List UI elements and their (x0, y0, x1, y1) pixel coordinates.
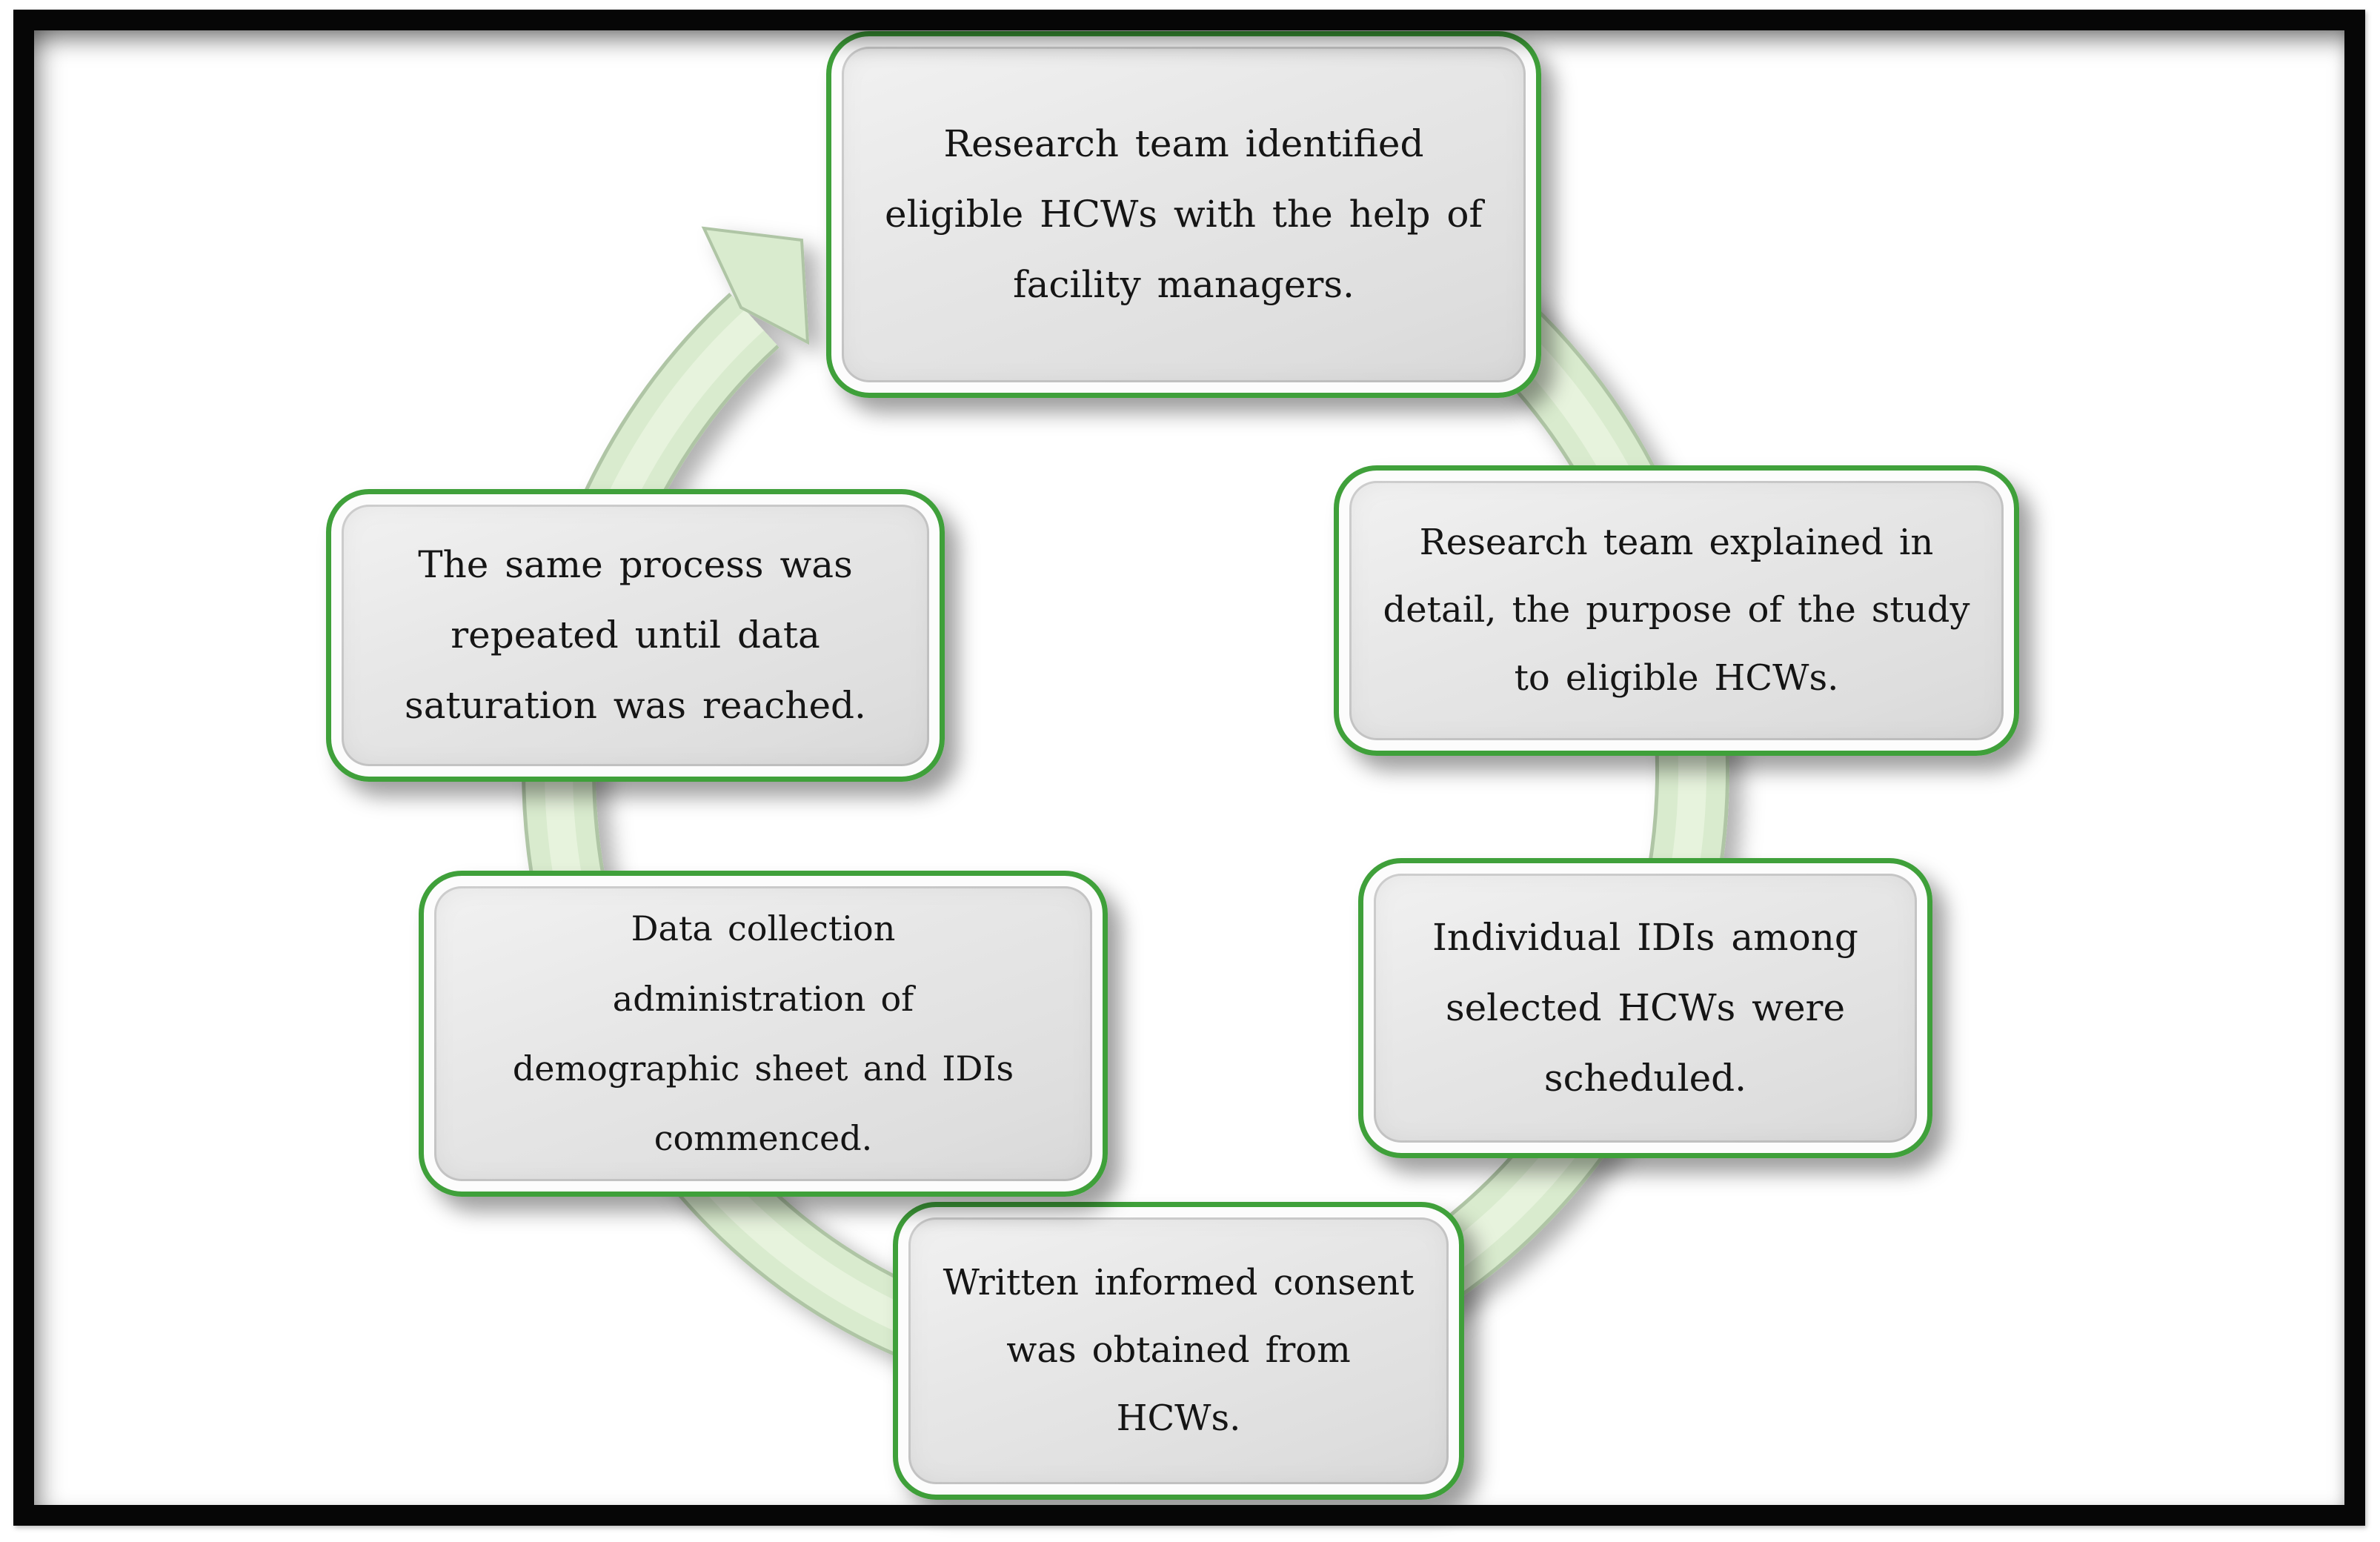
step-text-line: detail, the purpose of the study (1383, 589, 1970, 631)
step-box-data-collection: Data collection administration of demogr… (419, 871, 1108, 1197)
step-text-line: commenced. (654, 1118, 873, 1159)
step-text-line: to eligible HCWs. (1514, 657, 1839, 699)
step-text-line: The same process was (418, 543, 853, 586)
step-text-line: was obtained from (1006, 1329, 1351, 1372)
step-text-line: demographic sheet and IDIs (512, 1049, 1014, 1089)
step-text-line: administration of (612, 978, 914, 1019)
step-text-line: selected HCWs were (1445, 986, 1846, 1029)
step-text-line: Data collection (631, 908, 896, 949)
step-text-line: repeated until data (451, 614, 820, 657)
step-text-line: Research team identified (943, 122, 1424, 165)
step-box-schedule-idis: Individual IDIs among selected HCWs were… (1358, 858, 1932, 1158)
step-text-line: Written informed consent (943, 1262, 1415, 1304)
step-text-line: eligible HCWs with the help of (885, 193, 1483, 236)
step-text-line: saturation was reached. (405, 684, 866, 727)
cycle-arrow-head-icon (701, 226, 810, 345)
step-box-identify-hcws: Research team identified eligible HCWs w… (826, 31, 1541, 398)
step-text-line: Research team explained in (1419, 522, 1934, 564)
step-box-written-consent: Written informed consent was obtained fr… (893, 1202, 1464, 1500)
step-text-line: scheduled. (1543, 1057, 1747, 1100)
step-text-line: Individual IDIs among (1432, 916, 1858, 959)
step-text-line: facility managers. (1013, 263, 1354, 306)
step-box-explain-purpose: Research team explained in detail, the p… (1334, 465, 2019, 756)
step-text-line: HCWs. (1116, 1397, 1241, 1439)
step-box-repeat-saturation: The same process was repeated until data… (326, 489, 945, 782)
